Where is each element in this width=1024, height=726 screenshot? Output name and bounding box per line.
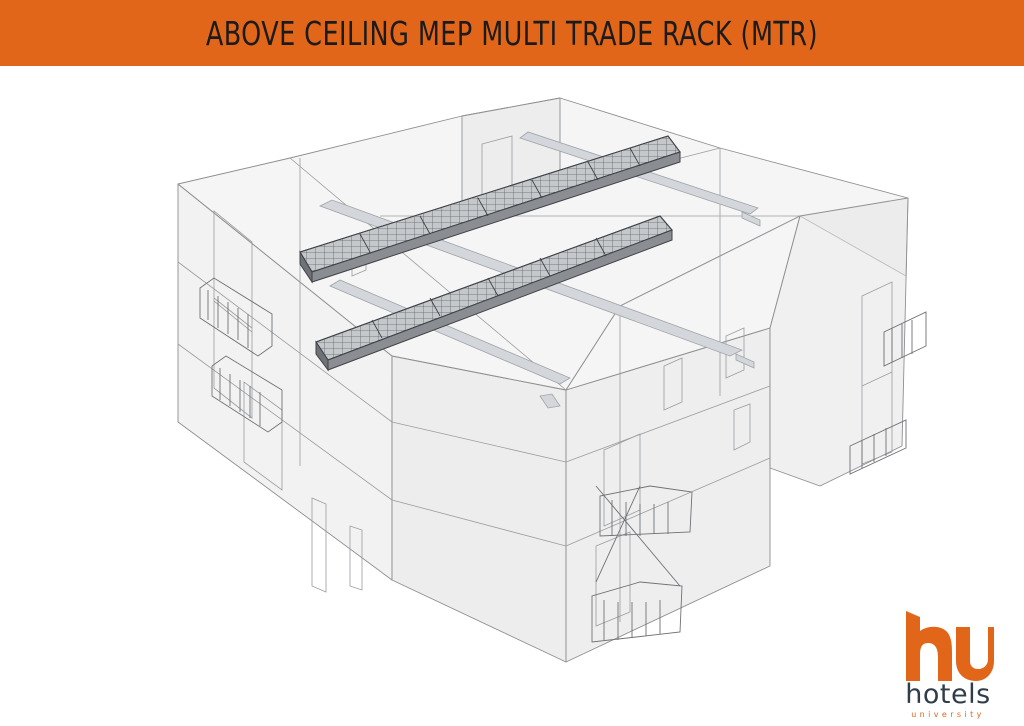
duct-drop [539,393,561,409]
duct-mid [329,279,571,385]
title-banner: ABOVE CEILING MEP MULTI TRADE RACK (MTR) [0,0,1024,66]
hotels-university-logo: hotels university [898,611,998,726]
building-model-illustration [177,97,927,663]
logo-wordmark: hotels [905,679,991,710]
logo-subtitle: university [911,710,985,719]
diagram-area: hotels university [0,66,1024,719]
hu-logo-mark [906,611,994,681]
building-south-face [391,355,567,663]
balcony-west-lower [211,355,283,433]
balcony-east-upper [883,311,927,367]
balcony-south-upper [599,485,693,537]
balcony-south-lower [591,581,683,643]
balcony-east-lower [849,419,907,475]
page-title: ABOVE CEILING MEP MULTI TRADE RACK (MTR) [205,13,819,53]
multi-trade-rack-upper-row [299,135,681,284]
balcony-west-upper [199,277,273,357]
